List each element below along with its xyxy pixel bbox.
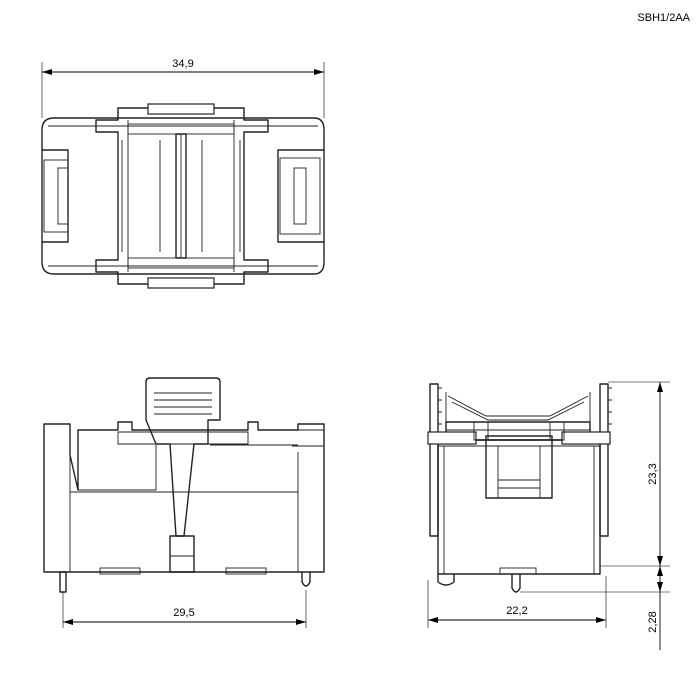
dimension-top-width: 34,9: [41, 58, 325, 118]
top-view-contact-frame: [95, 107, 269, 285]
side-view: [427, 383, 612, 593]
top-view-right-clip: [277, 149, 324, 243]
front-view-body: [43, 421, 325, 573]
part-number-label: SBH1/2AA: [637, 12, 690, 24]
side-view-contact-window: [485, 435, 553, 499]
dim-label-side-height: 23,3: [647, 463, 659, 484]
dimension-front-width: 29,5: [62, 607, 307, 628]
dimension-side-width: 22,2: [427, 576, 607, 628]
dim-label-top-width: 34,9: [172, 58, 193, 70]
dim-label-pin-length: 2,28: [647, 611, 659, 632]
dimension-side-height: 23,3: [520, 381, 670, 593]
dim-label-side-width: 22,2: [506, 605, 527, 617]
dim-label-front-width: 29,5: [173, 607, 194, 619]
front-view-spring-lever: [145, 377, 221, 537]
front-view: [43, 377, 325, 612]
dimension-pin-length: 2,28: [647, 566, 663, 650]
top-view-left-clip: [42, 149, 69, 243]
side-view-body: [437, 439, 601, 575]
top-view-body-outline: [41, 117, 325, 275]
top-view: [41, 103, 325, 289]
side-view-spring-wires: [445, 392, 591, 428]
